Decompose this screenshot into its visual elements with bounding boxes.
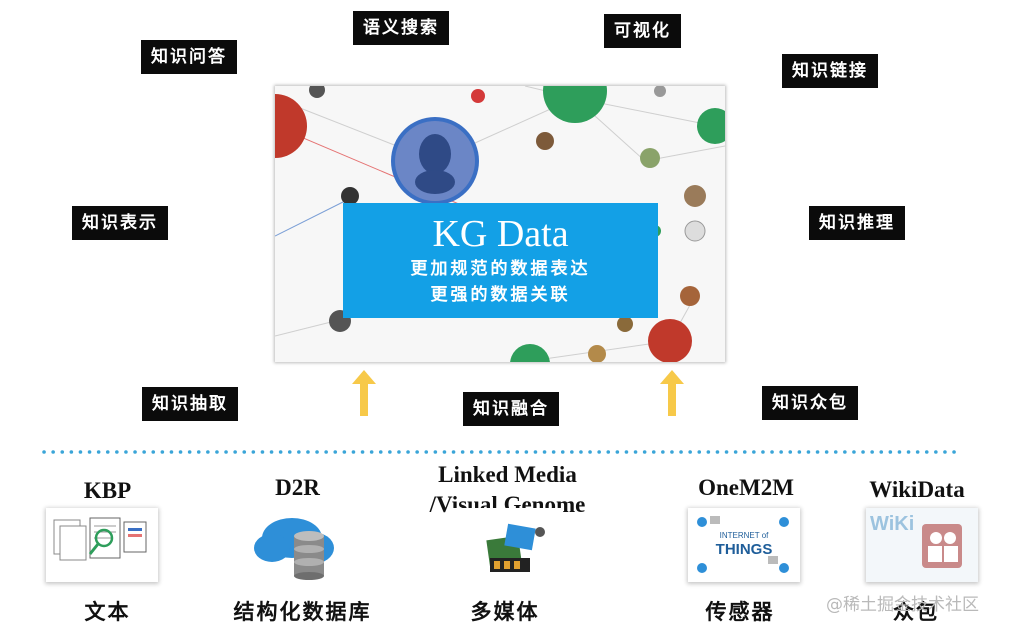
source-name-d2r: D2R [275, 475, 320, 500]
source-label-sensor: 传感器 [705, 600, 775, 624]
knowledge-representation-tag: 知识表示 [72, 206, 168, 240]
source-name-onem2m: OneM2M [698, 475, 794, 500]
cloud-database-icon [254, 518, 334, 580]
visualization-tag: 可视化 [604, 14, 681, 48]
multimedia-thumbnail [450, 508, 562, 582]
source-label-crowdsourcing: 众包 [893, 600, 939, 624]
up-arrow-icon [352, 370, 376, 416]
kg-data-line2: 更强的数据关联 [430, 285, 571, 305]
d2r-thumbnail [242, 508, 354, 582]
kg-data-line1: 更加规范的数据表达 [410, 259, 591, 279]
up-arrow-icon [660, 370, 684, 416]
wikidata-thumbnail: WiKi [866, 508, 978, 582]
wiki-thumb-text: WiKi [870, 513, 914, 535]
iot-thumb-line1: INTERNET of [720, 531, 770, 540]
knowledge-link-tag: 知识链接 [782, 54, 878, 88]
source-label-multimedia: 多媒体 [470, 600, 540, 624]
kg-data-title: KG Data [432, 213, 569, 255]
source-name-wikidata: WikiData [869, 477, 965, 502]
source-label-text: 文本 [84, 600, 131, 624]
onem2m-thumbnail: INTERNET of THINGS [688, 508, 800, 582]
source-label-structured-db: 结构化数据库 [233, 600, 372, 624]
knowledge-fusion-tag: 知识融合 [463, 392, 559, 426]
document-search-icon [53, 517, 147, 561]
source-name-kbp: KBP [83, 478, 132, 503]
knowledge-qa-tag: 知识问答 [141, 40, 237, 74]
kg-data-box: KG Data 更加规范的数据表达 更强的数据关联 [343, 203, 658, 318]
knowledge-crowdsourcing-tag: 知识众包 [762, 386, 858, 420]
knowledge-reasoning-tag: 知识推理 [809, 206, 905, 240]
knowledge-extraction-tag: 知识抽取 [142, 387, 238, 421]
media-collage-icon [486, 523, 545, 572]
watermark: @稀土掘金技术社区 [826, 595, 979, 615]
kbp-thumbnail [46, 508, 158, 582]
internet-of-things-icon: INTERNET of THINGS [697, 516, 789, 573]
iot-thumb-line2: THINGS [716, 541, 773, 558]
semantic-search-tag: 语义搜索 [353, 11, 449, 45]
dotted-separator [42, 450, 962, 454]
wiki-people-icon: WiKi [866, 508, 978, 582]
network-graph [275, 86, 725, 362]
